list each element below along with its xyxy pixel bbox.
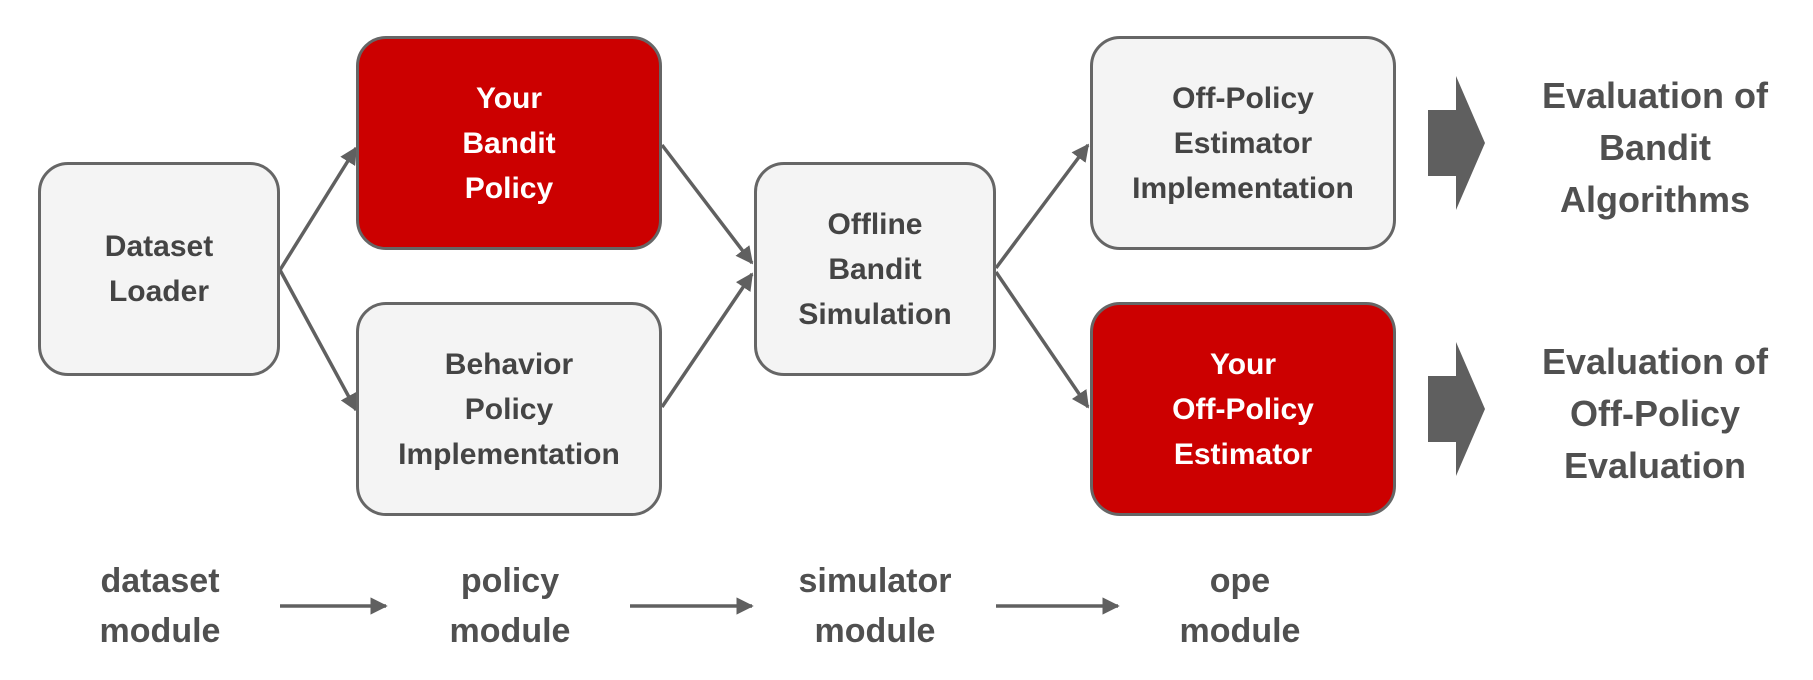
your-bandit-policy-box: Your Bandit Policy	[356, 36, 662, 250]
block-arrow-bandit-evaluation	[1428, 76, 1485, 210]
arrow-loader-to-behavior-policy	[278, 269, 358, 412]
your-ope-estimator-box: Your Off-Policy Estimator	[1090, 302, 1396, 516]
dataset-module-label: dataset module	[99, 562, 221, 650]
arrow-behavior-policy-to-simulation	[660, 272, 754, 408]
behavior-policy-label: Behavior Policy Implementation	[398, 347, 620, 471]
your-bandit-policy-label: Your Bandit Policy	[462, 81, 556, 205]
block-arrow-ope-evaluation	[1428, 342, 1485, 476]
arrow-your-policy-to-simulation	[660, 143, 754, 265]
offline-simulation-box: Offline Bandit Simulation	[754, 162, 996, 376]
ope-module-label: ope module	[1179, 562, 1301, 650]
ope-estimator-box: Off-Policy Estimator Implementation	[1090, 36, 1396, 250]
simulator-module-label: simulator module	[798, 562, 952, 650]
dataset-loader-label: Dataset Loader	[104, 230, 214, 308]
ope-evaluation-text: Evaluation of Off-Policy Evaluation	[1541, 341, 1769, 486]
offline-simulation-label: Offline Bandit Simulation	[798, 207, 952, 331]
behavior-policy-box: Behavior Policy Implementation	[356, 302, 662, 516]
ope-estimator-label: Off-Policy Estimator Implementation	[1132, 81, 1354, 205]
bandit-evaluation-text: Evaluation of Bandit Algorithms	[1541, 75, 1769, 220]
arrow-loader-to-your-policy	[278, 146, 358, 271]
dataset-loader-box: Dataset Loader	[38, 162, 280, 376]
policy-module-label: policy module	[449, 562, 571, 650]
arrow-simulation-to-ope-estimator	[994, 143, 1090, 270]
your-ope-estimator-label: Your Off-Policy Estimator	[1172, 347, 1314, 471]
arrow-simulation-to-your-ope-estimator	[994, 271, 1090, 409]
